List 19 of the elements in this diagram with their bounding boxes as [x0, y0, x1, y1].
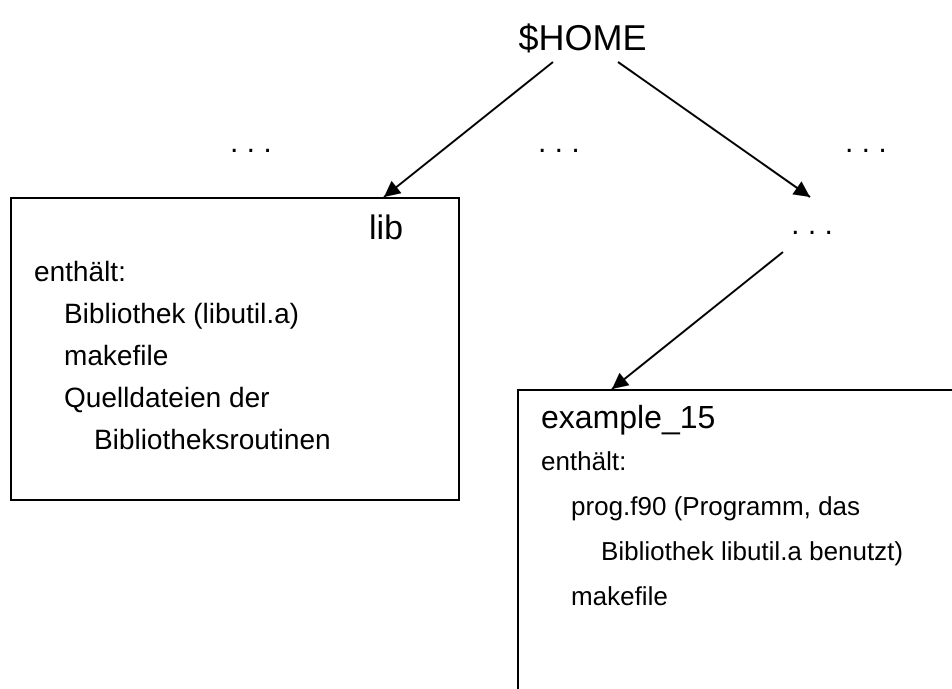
- folder-name: lib: [368, 208, 404, 249]
- folder-label: . . .: [772, 197, 852, 252]
- arrow: [617, 61, 811, 198]
- file-entry: makefile: [571, 580, 669, 613]
- contents-heading: enthält:: [34, 255, 127, 289]
- file-entry: Bibliothek (libutil.a): [64, 297, 300, 331]
- ellipsis-label: . . .: [538, 128, 580, 158]
- file-entry: Quelldateien der Bibliotheksroutinen: [64, 381, 332, 457]
- file-entry: prog.f90 (Programm, das Bibliothek libutil.a benutzt): [571, 490, 904, 568]
- contents-heading: enthält:: [541, 445, 628, 478]
- ellipsis-label: . . .: [230, 128, 272, 158]
- folder-name: example_15: [541, 398, 716, 437]
- directory-box: [10, 197, 460, 501]
- directory-box: [517, 389, 952, 689]
- ellipsis-label: . . .: [845, 128, 887, 158]
- file-entry: makefile: [64, 339, 170, 373]
- arrow: [383, 61, 554, 198]
- arrow: [611, 251, 784, 390]
- folder-label: $HOME: [490, 14, 675, 62]
